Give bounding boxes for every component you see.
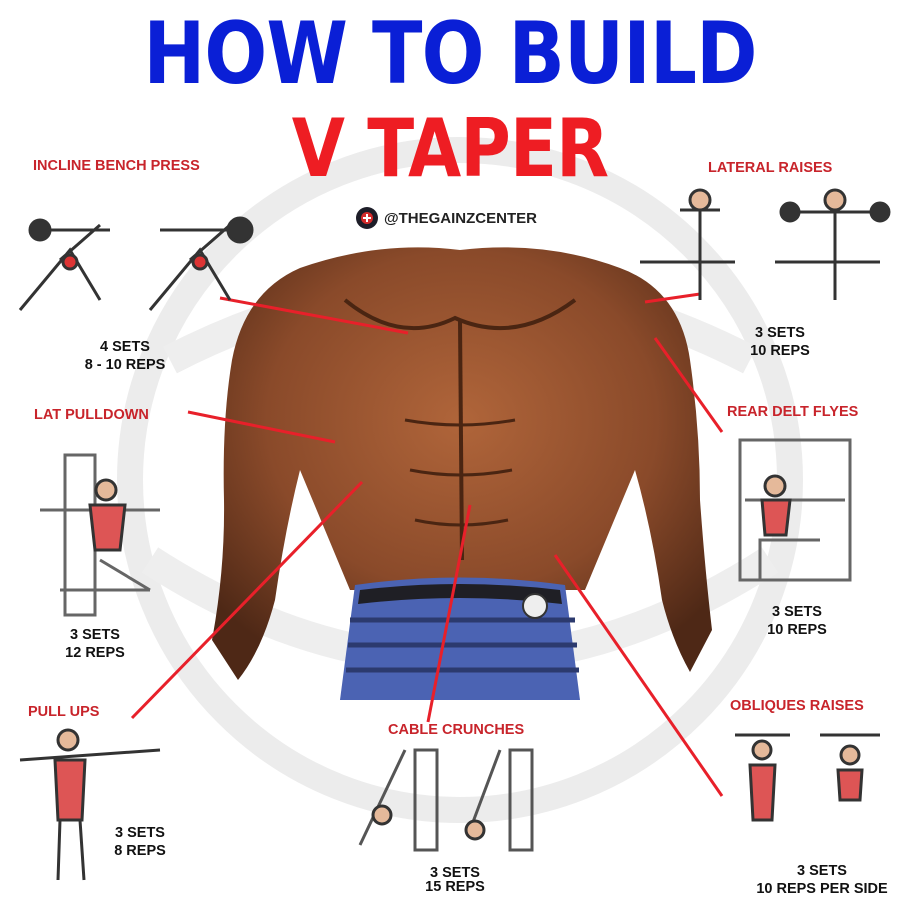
exercise-sets: 3 SETS <box>772 604 822 620</box>
exercise-meta-lateral-raises: 3 SETS 10 REPS <box>735 324 825 360</box>
exercise-meta-lat-pulldown: 3 SETS 12 REPS <box>55 626 135 662</box>
exercise-name-lateral-raises: LATERAL RAISES <box>708 160 833 176</box>
pointer-incline-bench <box>219 296 409 335</box>
exercise-meta-obliques: 3 SETS 10 REPS PER SIDE <box>748 862 896 898</box>
exercise-reps: 15 REPS <box>425 879 485 895</box>
pointer-cable-crunches <box>426 504 472 723</box>
exercise-name-obliques: OBLIQUES RAISES <box>730 698 864 714</box>
exercise-name-incline-bench: INCLINE BENCH PRESS <box>33 158 200 174</box>
pointer-rear-delt <box>653 337 724 433</box>
lateral-raises-thumbnail <box>640 188 891 300</box>
handle-text: @THEGAINZCENTER <box>384 209 537 227</box>
exercise-sets: 3 SETS <box>797 863 847 879</box>
exercise-sets: 3 SETS <box>430 865 480 881</box>
exercise-name-rear-delt: REAR DELT FLYES <box>727 404 859 420</box>
title-line-1: HOW TO BUILD <box>143 4 757 104</box>
exercise-sets: 3 SETS <box>755 325 805 341</box>
exercise-reps: 10 REPS <box>767 622 827 638</box>
obliques-raises-thumbnail <box>735 733 880 822</box>
gainz-center-logo-icon <box>356 207 378 229</box>
exercise-sets: 4 SETS <box>100 339 150 355</box>
exercise-sets: 3 SETS <box>70 627 120 643</box>
incline-bench-thumbnail <box>18 216 254 311</box>
exercise-meta-incline-bench: 4 SETS 8 - 10 REPS <box>75 338 175 374</box>
pull-ups-thumbnail <box>19 728 161 881</box>
pointer-lateral-raises <box>644 292 701 304</box>
exercise-name-lat-pulldown: LAT PULLDOWN <box>34 407 149 423</box>
exercise-reps: 10 REPS <box>750 343 810 359</box>
exercise-reps: 12 REPS <box>65 645 125 661</box>
pointer-lat-pulldown <box>187 410 336 444</box>
title-line-2: V TAPER <box>291 102 609 195</box>
exercise-name-cable-crunches: CABLE CRUNCHES <box>388 722 525 738</box>
exercise-meta-pull-ups: 3 SETS 8 REPS <box>100 824 180 860</box>
exercise-reps: 8 - 10 REPS <box>84 357 166 373</box>
exercise-meta-rear-delt: 3 SETS 10 REPS <box>752 603 842 639</box>
pointer-obliques <box>553 554 724 797</box>
lat-pulldown-thumbnail <box>40 453 160 617</box>
exercise-reps: 8 REPS <box>114 843 166 859</box>
rear-delt-thumbnail <box>738 438 852 582</box>
exercise-reps: 10 REPS PER SIDE <box>756 881 888 897</box>
exercise-name-pull-ups: PULL UPS <box>28 704 100 720</box>
pointer-pull-ups <box>130 480 364 720</box>
exercise-meta-cable-crunches: 3 SETS 15 REPS <box>415 865 495 895</box>
cable-crunches-thumbnail <box>358 748 534 852</box>
social-handle: @THEGAINZCENTER <box>356 204 537 232</box>
exercise-sets: 3 SETS <box>115 825 165 841</box>
